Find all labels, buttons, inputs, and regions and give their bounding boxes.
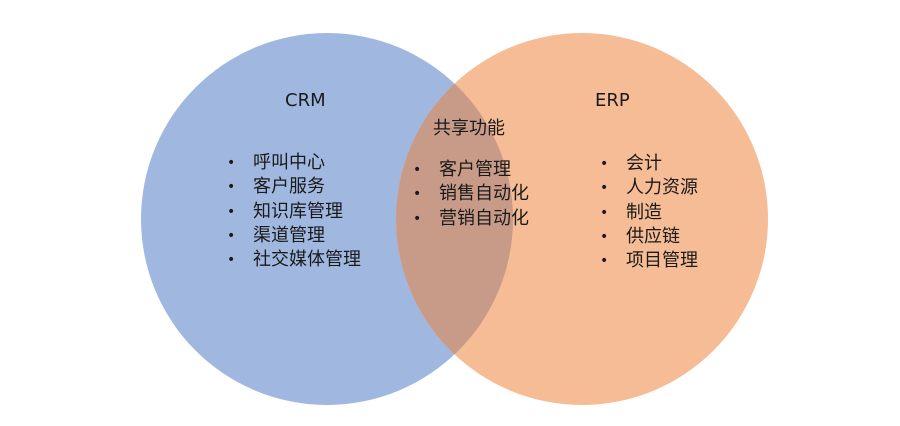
- crm-feature-item-label: 知识库管理: [253, 200, 343, 222]
- crm-feature-item-label: 呼叫中心: [253, 152, 325, 173]
- bullet-icon: •: [413, 210, 422, 227]
- crm-feature-item: • 呼叫中心: [227, 151, 361, 175]
- crm-feature-list: • 呼叫中心 • 客户服务 • 知识库管理 • 渠道管理 • 社交媒体管理: [227, 151, 361, 272]
- bullet-icon: •: [227, 155, 236, 171]
- crm-feature-item: • 客户服务: [227, 175, 361, 199]
- bullet-icon: •: [600, 253, 609, 270]
- erp-feature-list: • 会计 • 人力资源 • 制造 • 供应链 • 项目管理: [600, 152, 698, 273]
- erp-feature-item-label: 制造: [626, 201, 662, 223]
- erp-feature-item-label: 人力资源: [626, 177, 698, 199]
- crm-feature-item-label: 渠道管理: [253, 224, 325, 246]
- bullet-icon: •: [600, 156, 609, 172]
- erp-feature-item: • 会计: [600, 152, 698, 176]
- bullet-icon: •: [600, 204, 609, 221]
- shared-title: 共享功能: [433, 118, 505, 139]
- crm-feature-item-label: 客户服务: [253, 176, 325, 198]
- bullet-icon: •: [227, 252, 236, 269]
- bullet-icon: •: [227, 203, 236, 220]
- erp-feature-item: • 人力资源: [600, 176, 698, 200]
- erp-feature-item-label: 项目管理: [626, 250, 698, 272]
- crm-circle: [141, 33, 513, 405]
- bullet-icon: •: [227, 179, 236, 196]
- erp-feature-item-label: 供应链: [626, 225, 680, 247]
- shared-feature-item-label: 营销自动化: [439, 207, 529, 229]
- crm-feature-item: • 知识库管理: [227, 200, 361, 224]
- crm-title: CRM: [285, 90, 326, 111]
- crm-feature-item: • 社交媒体管理: [227, 248, 361, 272]
- bullet-icon: •: [600, 180, 609, 197]
- shared-feature-item: • 营销自动化: [413, 207, 529, 231]
- bullet-icon: •: [227, 227, 236, 244]
- erp-feature-item: • 项目管理: [600, 249, 698, 273]
- shared-feature-item: • 客户管理: [413, 158, 529, 182]
- bullet-icon: •: [413, 162, 422, 178]
- bullet-icon: •: [413, 186, 422, 203]
- erp-feature-item-label: 会计: [626, 153, 662, 174]
- erp-feature-item: • 制造: [600, 201, 698, 225]
- shared-feature-item: • 销售自动化: [413, 182, 529, 206]
- erp-feature-item: • 供应链: [600, 225, 698, 249]
- erp-circle: [396, 33, 768, 405]
- bullet-icon: •: [600, 228, 609, 245]
- shared-feature-item-label: 销售自动化: [439, 183, 529, 205]
- shared-feature-list: • 客户管理 • 销售自动化 • 营销自动化: [413, 158, 529, 231]
- crm-feature-item: • 渠道管理: [227, 224, 361, 248]
- crm-feature-item-label: 社交媒体管理: [253, 249, 361, 271]
- erp-title: ERP: [595, 90, 630, 111]
- shared-feature-item-label: 客户管理: [439, 159, 511, 180]
